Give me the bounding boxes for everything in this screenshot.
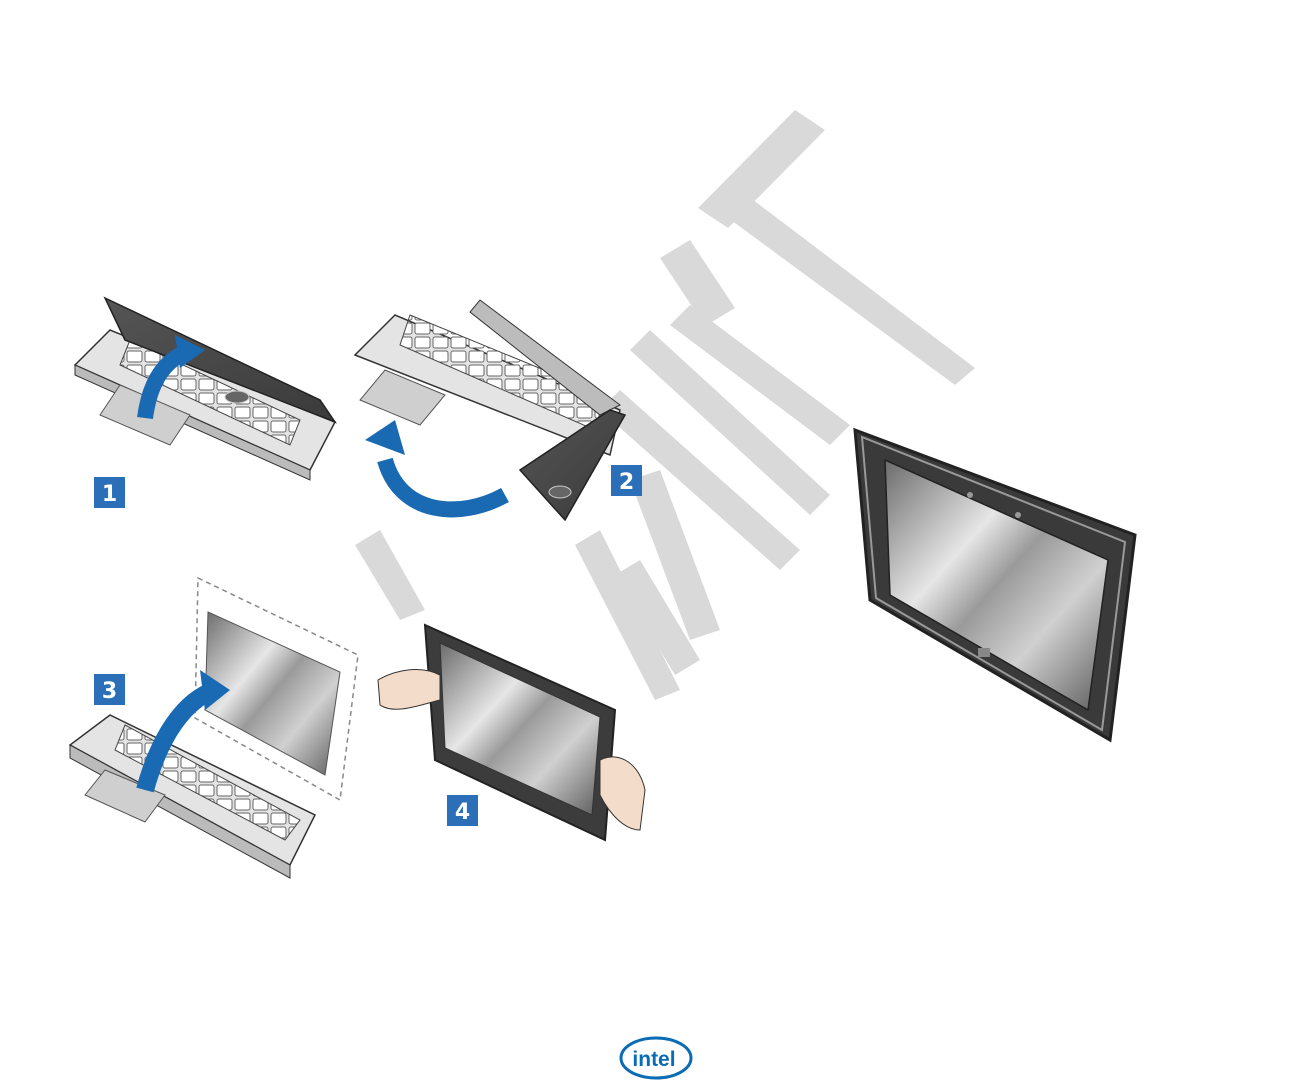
step-badge-4: 4 <box>447 795 478 826</box>
step-1-illustration <box>75 298 335 480</box>
step-number-3: 3 <box>102 679 117 704</box>
draft-watermark <box>355 110 975 700</box>
step-number-1: 1 <box>102 482 117 507</box>
step-number-4: 4 <box>455 800 470 825</box>
step-number-2: 2 <box>619 470 634 495</box>
intel-logo-text: intel <box>632 1048 675 1071</box>
step-3-illustration <box>70 578 358 878</box>
step-4-illustration <box>378 625 645 840</box>
step-badge-1: 1 <box>94 477 125 508</box>
step-badge-3: 3 <box>94 674 125 705</box>
intel-logo: intel <box>621 1038 691 1078</box>
step-2-illustration <box>355 300 625 520</box>
step-badge-2: 2 <box>611 465 642 496</box>
tablet-illustration <box>855 430 1135 740</box>
